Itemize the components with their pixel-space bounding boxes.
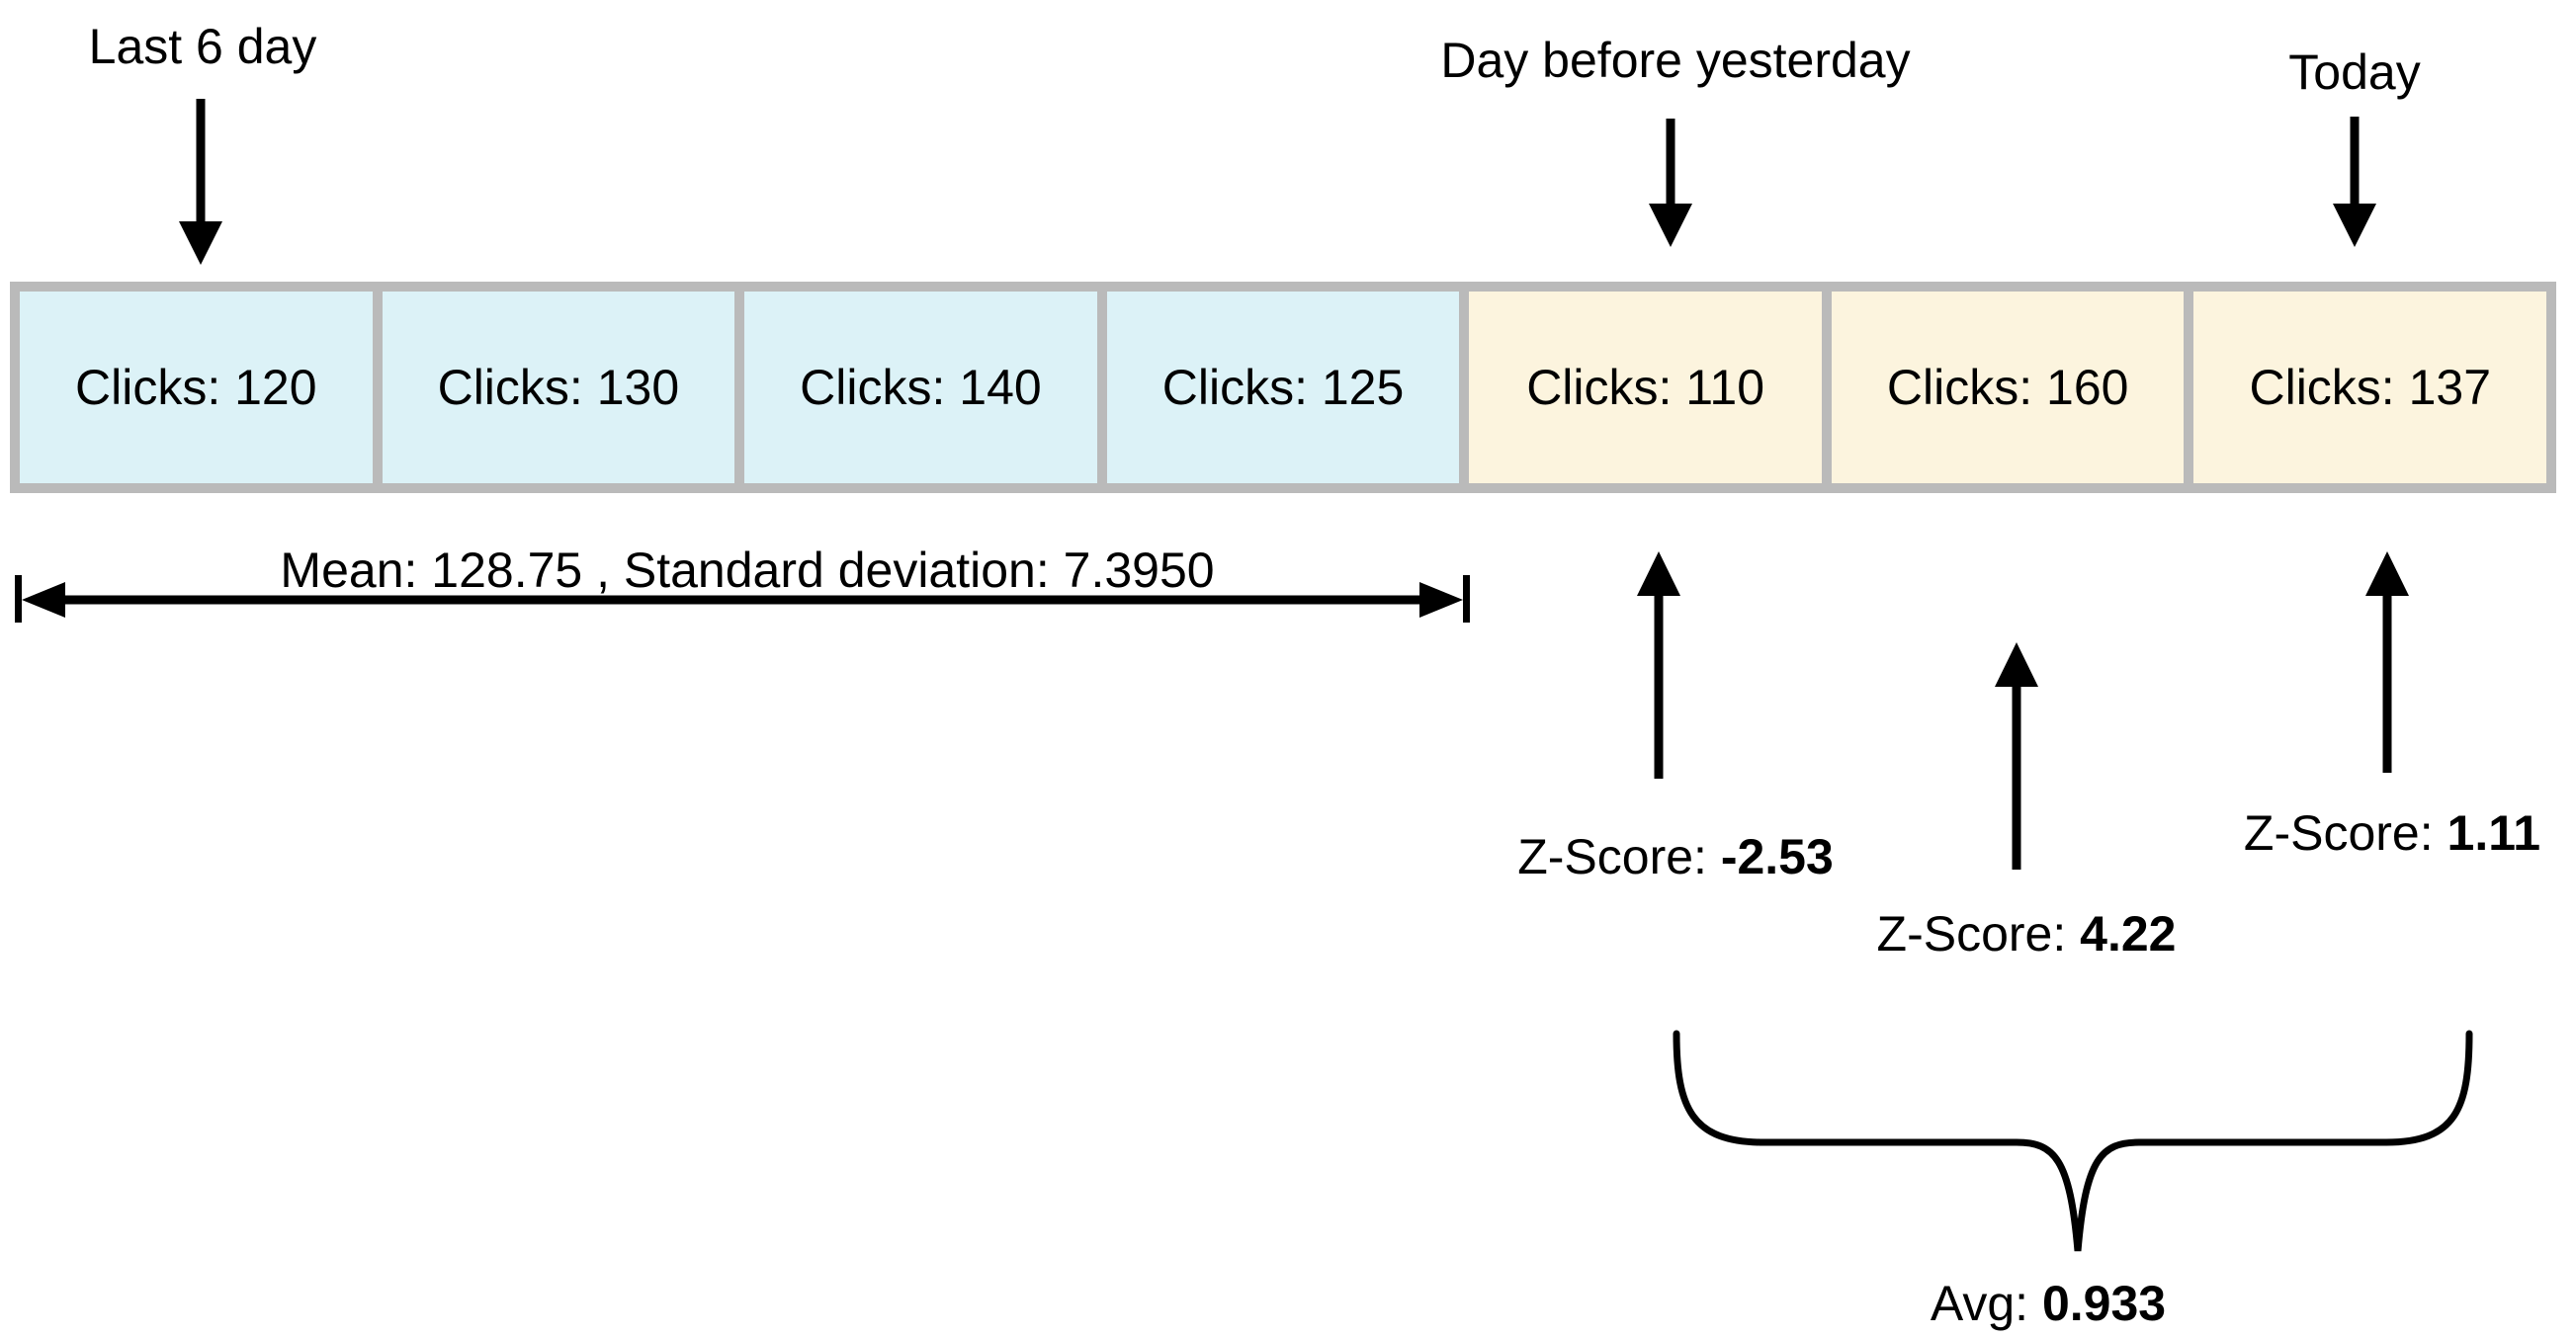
day-cell-5: Clicks: 110	[1469, 292, 1822, 483]
label-today: Today	[2288, 44, 2421, 100]
label-zscore-1: Z-Score: -2.53	[1517, 830, 1834, 884]
label-zscore-3: Z-Score: 1.11	[2244, 806, 2540, 861]
days-row: Clicks: 120 Clicks: 130 Clicks: 140 Clic…	[10, 282, 2556, 493]
day-cell-4: Clicks: 125	[1106, 292, 1460, 483]
day-cell-3: Clicks: 140	[744, 292, 1097, 483]
day-cell-7: Clicks: 137	[2193, 292, 2547, 483]
zscore-value: 4.22	[2080, 906, 2177, 962]
up-arrow-zscore-1-icon	[1637, 551, 1680, 779]
avg-value: 0.933	[2041, 1276, 2167, 1331]
day-cell-label: Clicks: 110	[1526, 360, 1765, 415]
up-arrow-zscore-3-icon	[2365, 551, 2409, 773]
zscore-prefix: Z-Score:	[1876, 906, 2081, 962]
day-cell-label: Clicks: 120	[75, 360, 317, 415]
down-arrow-day-before-yesterday-icon	[1649, 119, 1692, 247]
day-cell-label: Clicks: 160	[1886, 360, 2129, 415]
brace-avg-icon	[1673, 1030, 2473, 1252]
day-cell-label: Clicks: 137	[2249, 360, 2492, 415]
day-cell-1: Clicks: 120	[20, 292, 373, 483]
label-day-before-yesterday: Day before yesterday	[1440, 33, 1911, 88]
avg-prefix: Avg:	[1930, 1276, 2042, 1331]
zscore-prefix: Z-Score:	[2243, 805, 2447, 861]
day-cell-label: Clicks: 125	[1161, 360, 1405, 415]
zscore-value: 1.11	[2447, 805, 2541, 861]
day-cell-6: Clicks: 160	[1831, 292, 2185, 483]
zscore-prefix: Z-Score:	[1517, 829, 1721, 884]
day-cell-label: Clicks: 130	[437, 360, 680, 415]
label-avg: Avg: 0.933	[1931, 1277, 2166, 1331]
label-mean-stddev: Mean: 128.75 , Standard deviation: 7.395…	[280, 543, 1215, 598]
up-arrow-zscore-2-icon	[1995, 642, 2038, 870]
down-arrow-last-6-day-icon	[179, 99, 222, 265]
day-cell-label: Clicks: 140	[800, 360, 1042, 415]
label-zscore-2: Z-Score: 4.22	[1877, 907, 2177, 962]
day-cell-2: Clicks: 130	[382, 292, 735, 483]
zscore-value: -2.53	[1720, 829, 1834, 884]
label-last-6-day: Last 6 day	[88, 19, 317, 74]
down-arrow-today-icon	[2333, 117, 2376, 247]
